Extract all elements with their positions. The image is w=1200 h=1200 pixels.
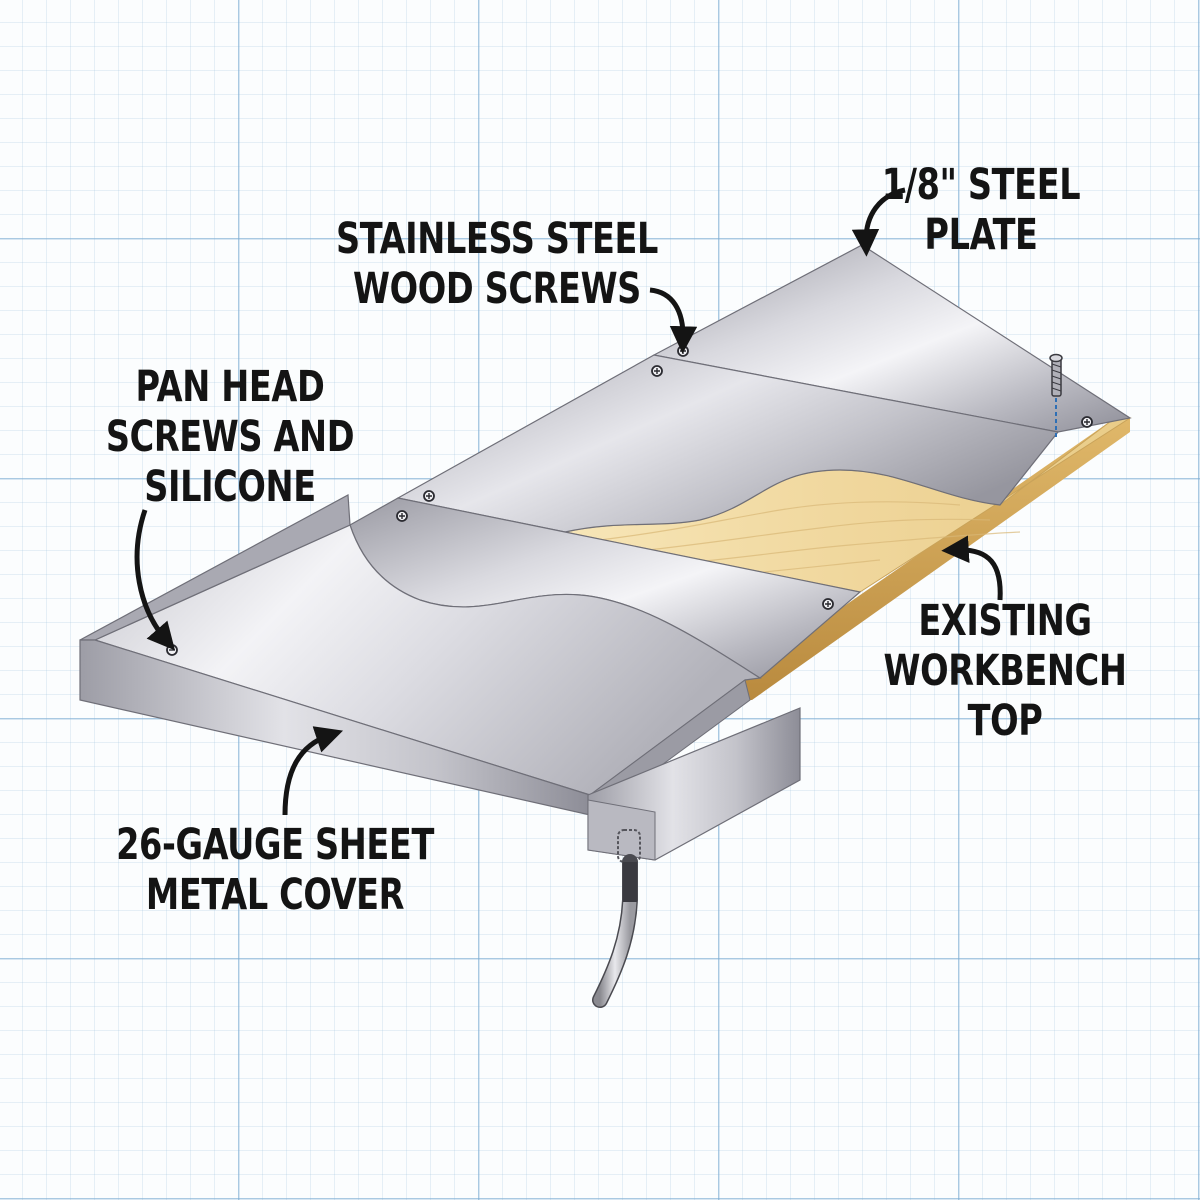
label-sheet-metal-cover: 26-GAUGE SHEET METAL COVER xyxy=(92,820,459,920)
label-pan-head-screws: PAN HEAD SCREWS AND SILICONE xyxy=(82,362,378,512)
label-steel-plate: 1/8" STEEL PLATE xyxy=(837,160,1126,260)
ground-clip xyxy=(617,829,641,863)
arrow-workbench xyxy=(941,535,1003,601)
label-wood-screws: STAINLESS STEEL WOOD SCREWS xyxy=(322,214,673,314)
label-sheet-metal-line1: 26-GAUGE SHEET xyxy=(116,820,434,870)
cover-return-channel-front xyxy=(587,799,656,861)
arrow-steel-plate xyxy=(851,187,906,257)
arrow-pan-head xyxy=(134,509,175,651)
label-pan-head-line1: PAN HEAD xyxy=(135,362,325,412)
wood-screw-detail xyxy=(1049,353,1063,440)
sheet-metal-cover-top xyxy=(93,524,762,796)
label-wood-screws-line1: STAINLESS STEEL xyxy=(335,214,659,264)
wood-grain xyxy=(599,501,1021,579)
label-wood-screws-line2: WOOD SCREWS xyxy=(353,264,641,314)
label-pan-head-line3: SILICONE xyxy=(144,462,316,512)
label-sheet-metal-line2: METAL COVER xyxy=(145,870,405,920)
label-workbench-line3: TOP xyxy=(967,696,1043,746)
label-pan-head-line2: SCREWS AND xyxy=(105,412,355,462)
label-workbench-line2: WORKBENCH xyxy=(883,646,1127,696)
label-steel-plate-line2: PLATE xyxy=(924,210,1038,260)
label-existing-workbench: EXISTING WORKBENCH TOP xyxy=(861,596,1150,746)
workbench-edge xyxy=(745,418,1130,700)
steel-plate-middle xyxy=(396,354,1060,533)
label-workbench-line1: EXISTING xyxy=(918,596,1092,646)
label-steel-plate-line1: 1/8" STEEL xyxy=(881,160,1081,210)
arrow-wood-screws xyxy=(649,287,698,354)
arrow-sheet-metal xyxy=(282,726,344,816)
